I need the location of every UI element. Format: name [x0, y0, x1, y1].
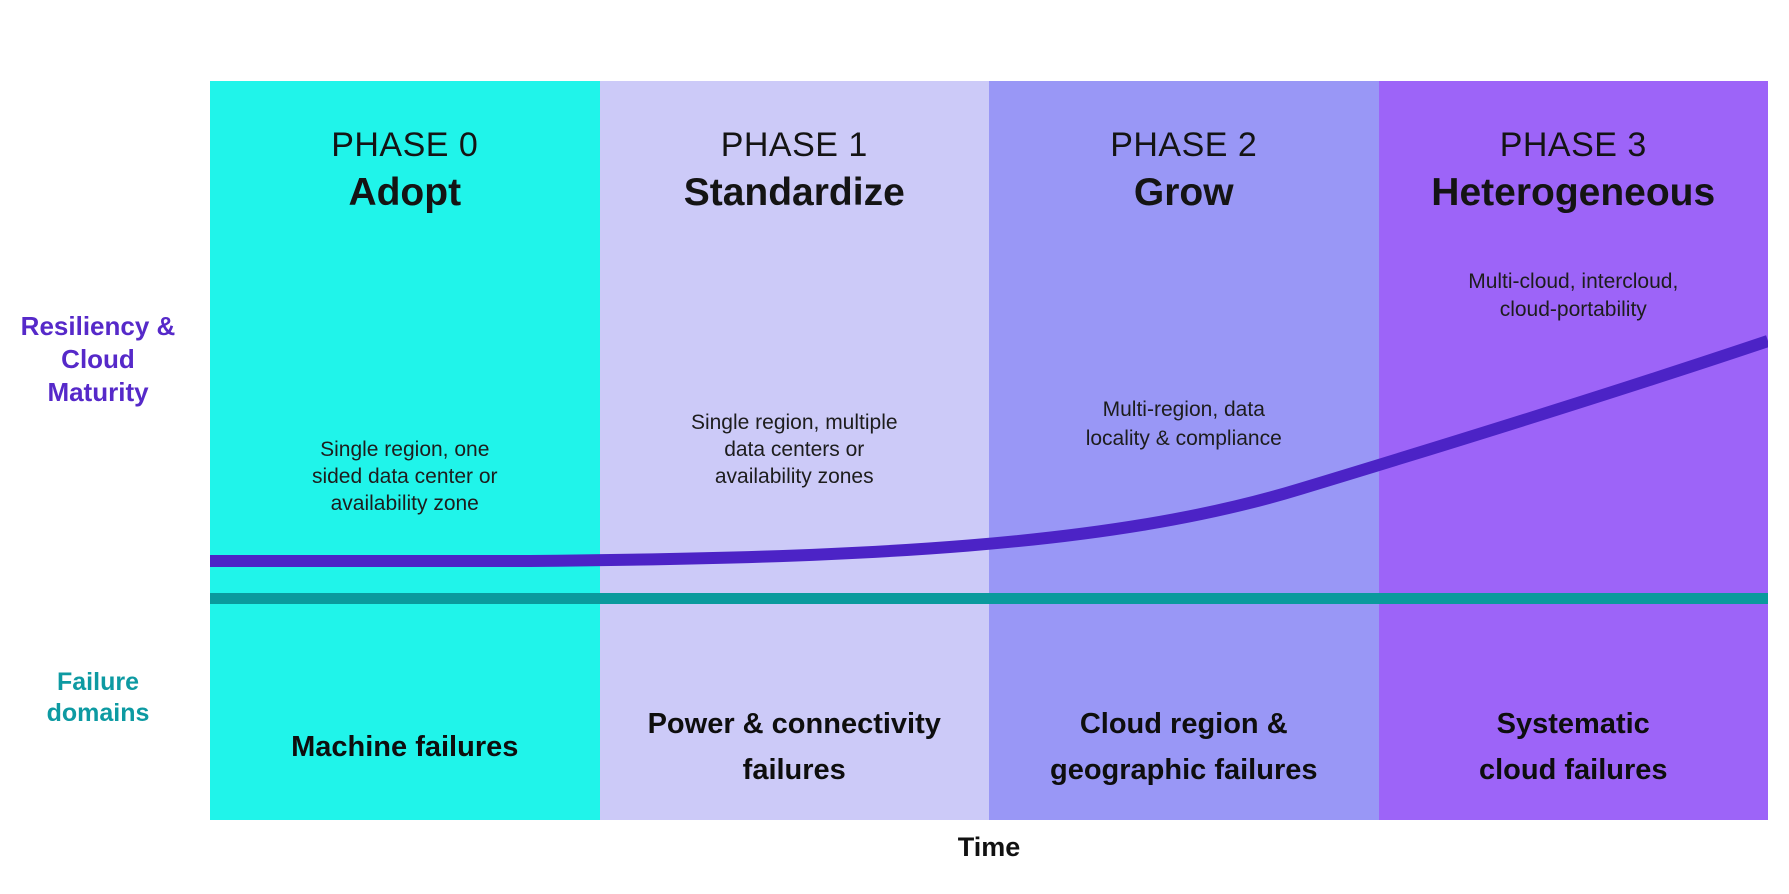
phase-0-column: PHASE 0 Adopt Single region, one sided d…	[210, 81, 600, 820]
phase-1-failure-domain: Power & connectivity failures	[647, 708, 941, 786]
phase-2-failure-domain: Cloud region & geographic failures	[1049, 708, 1318, 786]
phase-3-column: PHASE 3 Heterogeneous Multi-cloud, inter…	[1378, 81, 1769, 820]
time-axis-label: Time	[957, 832, 1021, 862]
failure-domains-divider-line	[210, 593, 1768, 604]
phase-0-header: PHASE 0 Adopt	[210, 123, 600, 219]
phase-0-description: Single region, one sided data center or …	[311, 438, 498, 515]
phase-3-name: Heterogeneous	[1431, 171, 1716, 214]
phase-2-header: PHASE 2 Grow	[989, 123, 1379, 219]
phase-3-label: PHASE 3	[1499, 126, 1647, 164]
phase-1-description: Single region, multiple data centers or …	[690, 411, 898, 488]
phase-0-label: PHASE 0	[331, 126, 479, 164]
phase-2-name: Grow	[1133, 171, 1234, 214]
phase-0-failure-domain: Machine failures	[291, 731, 519, 763]
phase-2-label: PHASE 2	[1110, 126, 1258, 164]
phase-1-label: PHASE 1	[720, 126, 868, 164]
failure-domains-axis-label: Failure domains	[46, 668, 150, 727]
phase-2-description: Multi-region, data locality & compliance	[1085, 398, 1282, 450]
phase-3-header: PHASE 3 Heterogeneous	[1379, 123, 1769, 219]
phase-1-header: PHASE 1 Standardize	[600, 123, 990, 219]
phase-1-column: PHASE 1 Standardize Single region, multi…	[599, 81, 990, 820]
phase-0-name: Adopt	[348, 171, 462, 214]
phase-1-name: Standardize	[683, 171, 905, 214]
phase-2-column: PHASE 2 Grow Multi-region, data locality…	[989, 81, 1379, 820]
phase-3-description: Multi-cloud, intercloud, cloud-portabili…	[1468, 270, 1679, 321]
maturity-axis-label: Resiliency & Cloud Maturity	[20, 311, 176, 407]
phase-3-failure-domain: Systematic cloud failures	[1478, 708, 1668, 786]
phase-columns-block: PHASE 0 Adopt Single region, one sided d…	[210, 81, 1768, 820]
